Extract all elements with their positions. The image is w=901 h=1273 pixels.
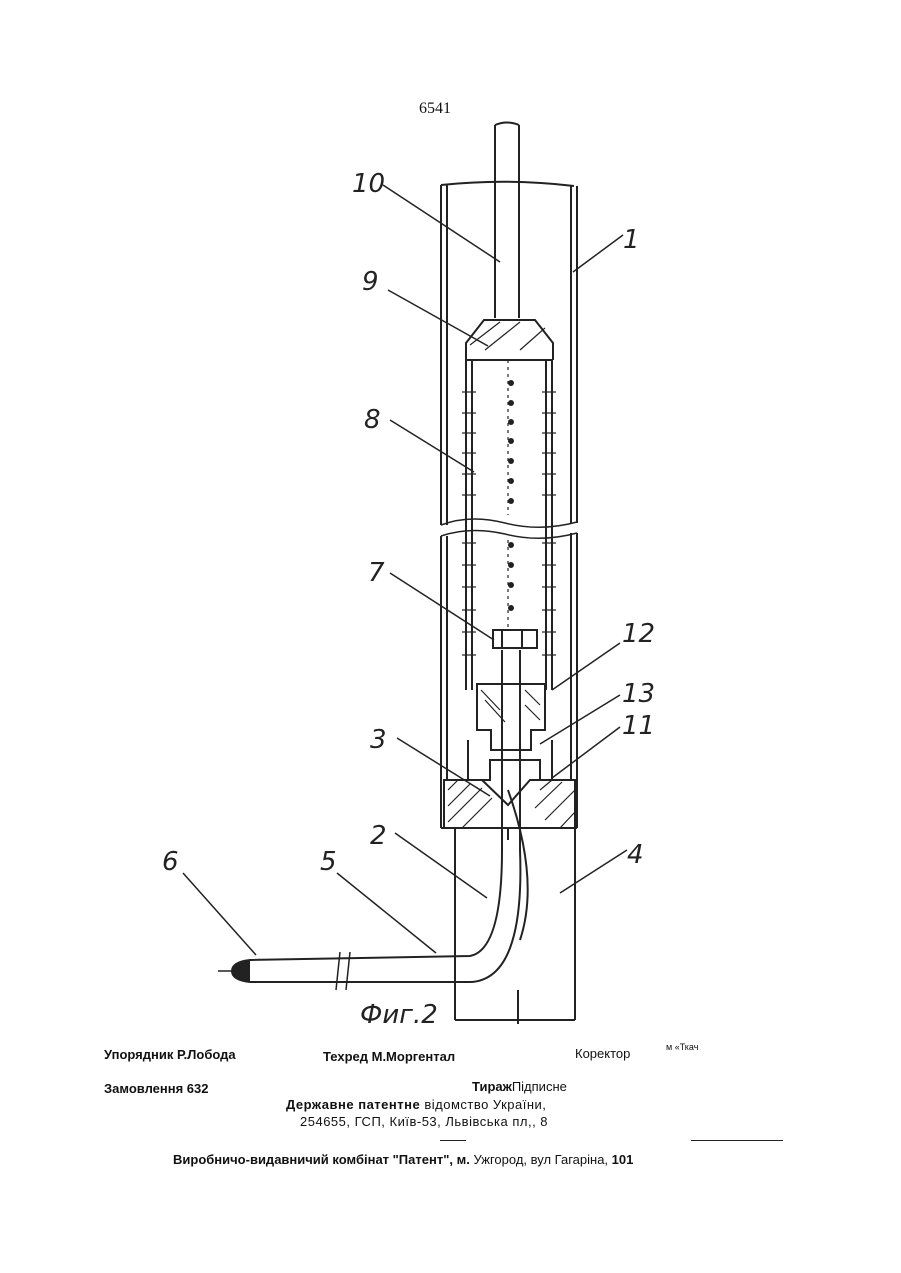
publisher-number: 101	[612, 1152, 634, 1167]
corrector-name: м «Ткач	[666, 1042, 698, 1052]
part-label-9: 9	[362, 267, 379, 297]
office-rest: відомство України,	[424, 1097, 546, 1112]
figure-caption: Фиг.2	[360, 1000, 438, 1030]
part-label-6: 6	[162, 847, 179, 877]
rod	[495, 123, 519, 319]
lower-housing	[455, 828, 575, 1024]
inner-sleeve	[466, 360, 552, 690]
part-label-4: 4	[627, 840, 644, 870]
fitting	[477, 684, 545, 750]
outer-casing-upper	[441, 182, 577, 525]
part-label-10: 10	[352, 169, 385, 199]
order-number: Замовлення 632	[104, 1081, 209, 1096]
part-label-group: 10 1 9 8 7 12 13 11 3 2 4 6 5 Фиг.2	[162, 169, 655, 1030]
publisher-city: Ужгород, вул Гагаріна,	[473, 1152, 608, 1167]
patent-office: Державне патентне відомство України,	[286, 1097, 546, 1112]
cap	[466, 320, 553, 360]
part-label-12: 12	[622, 619, 655, 649]
rule-long	[691, 1140, 783, 1141]
part-label-7: 7	[368, 558, 385, 588]
office-bold: Державне патентне	[286, 1097, 420, 1112]
publisher-bold: Виробничо-видавничий комбінат "Патент", …	[173, 1152, 470, 1167]
bottom-plug	[444, 780, 575, 828]
part-label-2: 2	[370, 821, 387, 851]
part-label-1: 1	[623, 225, 640, 255]
break-line	[441, 519, 577, 538]
office-address: 254655, ГСП, Київ-53, Львівська пл,, 8	[300, 1114, 548, 1129]
compiler: Упорядник Р.Лобода	[104, 1047, 236, 1062]
part-label-8: 8	[364, 405, 381, 435]
publisher-line: Виробничо-видавничий комбінат "Патент", …	[173, 1152, 633, 1167]
subscription: Підписне	[512, 1079, 567, 1094]
corrector-label: Коректор	[575, 1046, 630, 1061]
nozzle	[232, 960, 250, 982]
circulation-line: ТиражПідписне	[472, 1079, 567, 1094]
part-label-3: 3	[370, 725, 387, 755]
circulation-label: Тираж	[472, 1079, 512, 1094]
rule-short	[440, 1140, 466, 1141]
piston	[493, 630, 537, 648]
part-label-13: 13	[622, 679, 655, 709]
part-label-11: 11	[622, 711, 655, 741]
part-label-5: 5	[320, 847, 337, 877]
tech-editor: Техред М.Моргентал	[323, 1049, 455, 1064]
